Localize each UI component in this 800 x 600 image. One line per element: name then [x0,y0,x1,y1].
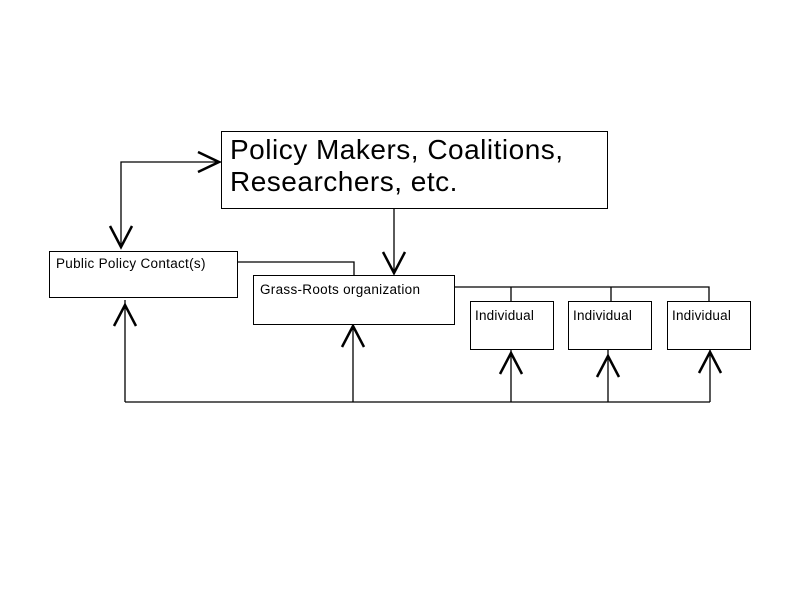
individual-label-3: Individual [672,308,732,323]
individual-box-2: Individual [568,301,652,350]
connector-individuals-bracket [454,286,710,301]
public-policy-contact-box: Public Policy Contact(s) [49,251,238,298]
individual-box-3: Individual [667,301,751,350]
connector-top-contact [120,161,221,244]
grassroots-organization-label: Grass-Roots organization [260,282,421,297]
arrowhead-into-contact-box [108,225,134,250]
arrowhead-into-top-box [197,150,222,174]
arrowhead-up-individual-1 [498,350,524,375]
feedback-bus [124,300,711,403]
policy-makers-label: Policy Makers, Coalitions, Researchers, … [230,134,564,198]
policy-makers-label-line1: Policy Makers, Coalitions, [230,134,564,165]
individual-box-1: Individual [470,301,554,350]
arrowhead-into-grassroots-top [381,251,407,276]
individual-label-1: Individual [475,308,535,323]
connector-contact-grassroots [237,261,355,275]
grassroots-organization-box: Grass-Roots organization [253,275,455,325]
arrowhead-up-individual-3 [697,349,723,374]
individual-label-2: Individual [573,308,633,323]
arrowhead-up-contact [112,302,138,327]
policy-makers-label-line2: Researchers, etc. [230,166,458,197]
policy-makers-box: Policy Makers, Coalitions, Researchers, … [221,131,608,209]
arrowhead-up-individual-2 [595,353,621,378]
arrowhead-up-grassroots [340,323,366,348]
public-policy-contact-label: Public Policy Contact(s) [56,256,206,271]
